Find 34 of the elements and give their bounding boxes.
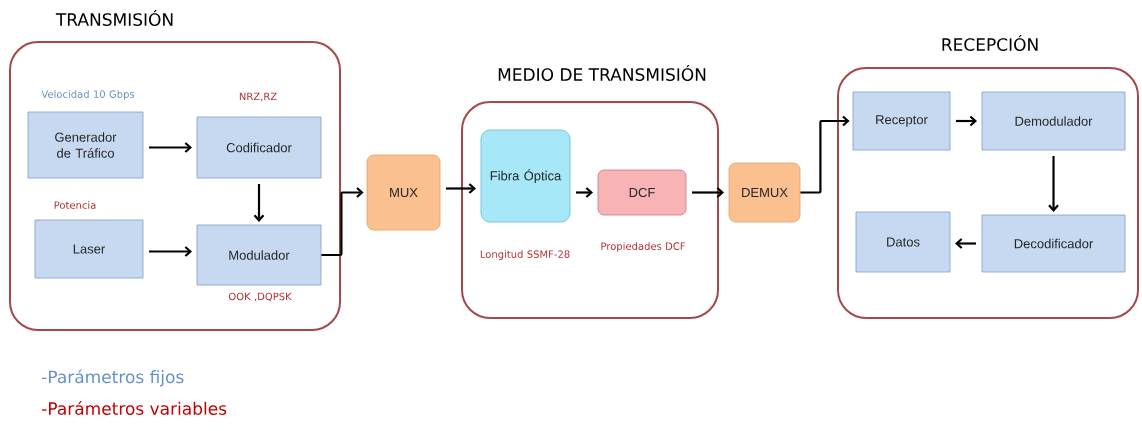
parameter-note: Potencia xyxy=(54,201,96,209)
legend-text: -Parámetros fijos xyxy=(42,369,184,387)
process-box: Datos xyxy=(855,211,951,273)
arrow xyxy=(692,187,724,198)
parameter-note: Propiedades DCF xyxy=(601,242,685,252)
parameter-note: Velocidad 10 Gbps xyxy=(41,90,135,100)
process-box: Decodificador xyxy=(981,214,1126,273)
parameter-note: Longitud SSMF-28 xyxy=(480,250,570,260)
parameter-note: NRZ,RZ xyxy=(239,92,277,102)
arrow xyxy=(149,246,192,257)
node-label: RECEPCIÓN xyxy=(942,35,1038,51)
process-box: DEMUX xyxy=(728,162,801,223)
process-box: Demodulador xyxy=(981,91,1126,151)
arrow xyxy=(253,184,265,222)
legend-text: -Parámetros variables xyxy=(42,401,227,415)
arrow xyxy=(800,115,850,194)
process-box: DCF xyxy=(597,169,687,216)
arrow xyxy=(576,187,593,198)
arrow xyxy=(149,142,192,153)
process-box: Codificador xyxy=(196,116,322,179)
parameter-note: OOK ,DQPSK xyxy=(228,292,292,302)
process-box: Fibra Óptica xyxy=(480,129,571,223)
node-label: TRANSMISIÓN xyxy=(55,10,173,26)
process-box: Receptor xyxy=(852,91,951,151)
process-box: Laser xyxy=(34,219,144,279)
process-box: Modulador xyxy=(196,224,322,286)
arrow xyxy=(1048,156,1059,212)
arrow xyxy=(446,183,476,194)
arrow xyxy=(321,187,364,257)
arrow xyxy=(955,238,976,249)
process-box: MUX xyxy=(366,154,441,231)
arrow xyxy=(956,115,977,127)
process-box: Generador de Tráfico xyxy=(27,111,144,179)
node-label: MEDIO DE TRANSMISIÓN xyxy=(498,65,706,81)
